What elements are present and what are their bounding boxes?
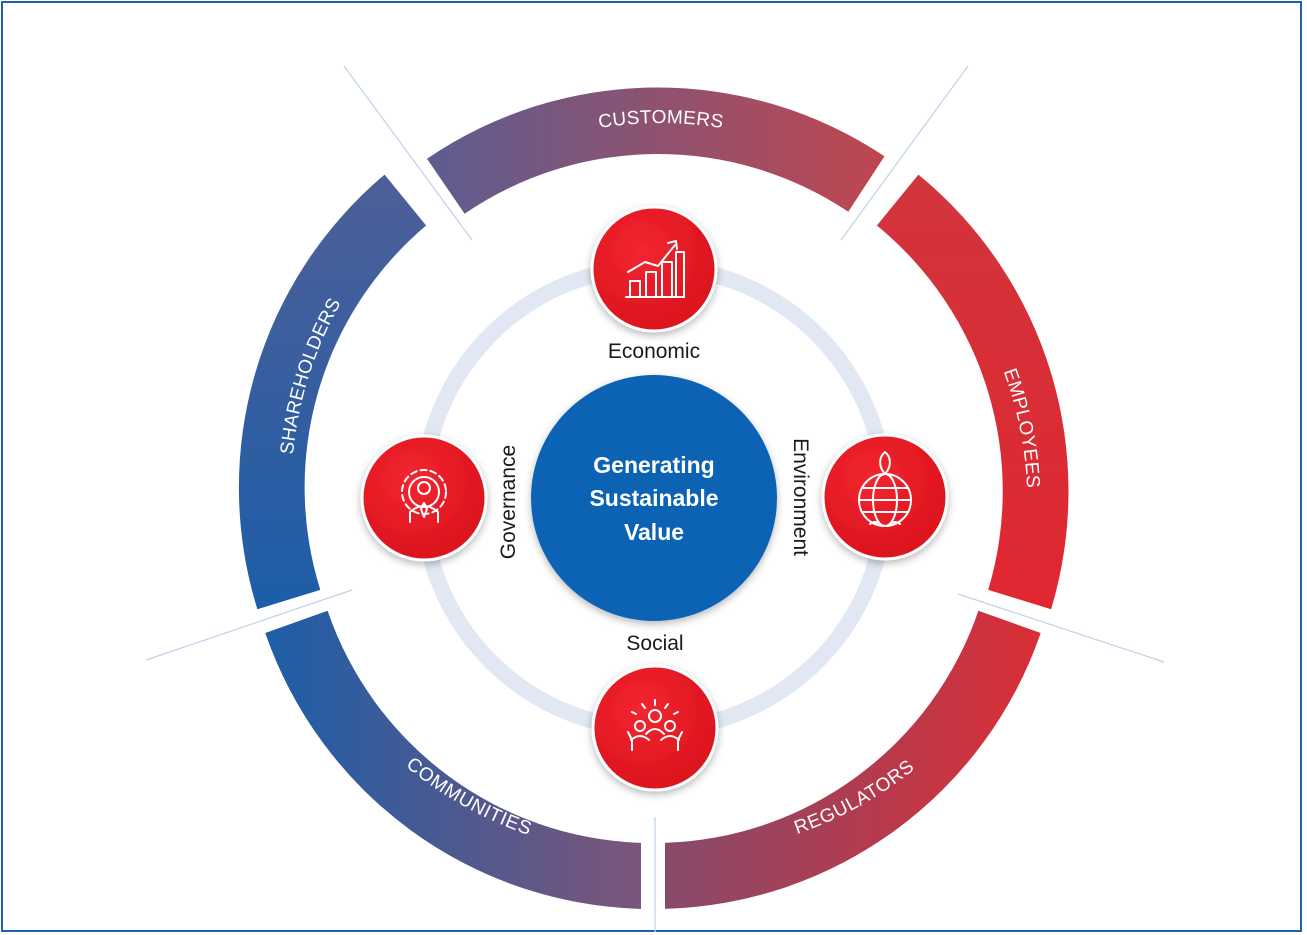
globe-leaf-icon — [858, 451, 912, 527]
center-line-1: Generating — [593, 452, 714, 478]
center-line-2: Sustainable — [589, 485, 718, 511]
growth-chart-icon — [625, 240, 685, 298]
communities-segment — [265, 610, 641, 909]
center-line-3: Value — [624, 519, 684, 545]
shareholders-segment — [238, 174, 427, 610]
economic-label: Economic — [608, 340, 700, 363]
community-hands-icon — [627, 699, 683, 751]
environment-pillar: Environment — [789, 433, 949, 561]
stakeholder-ring: CUSTOMERS EMPLOYEES REGULATORS COMMUNITI… — [238, 87, 1069, 909]
economic-pillar: Economic — [590, 205, 718, 363]
divider-lines — [145, 65, 1165, 932]
gear-person-icon — [401, 469, 447, 523]
governance-pillar: Governance — [360, 434, 520, 562]
employees-segment — [876, 174, 1069, 610]
social-label: Social — [626, 632, 683, 655]
center-hub: Generating Sustainable Value — [531, 375, 777, 621]
environment-label: Environment — [789, 438, 812, 556]
regulators-segment — [665, 610, 1041, 909]
customers-segment — [427, 87, 885, 214]
social-pillar: Social — [591, 632, 719, 792]
governance-label: Governance — [497, 445, 520, 559]
